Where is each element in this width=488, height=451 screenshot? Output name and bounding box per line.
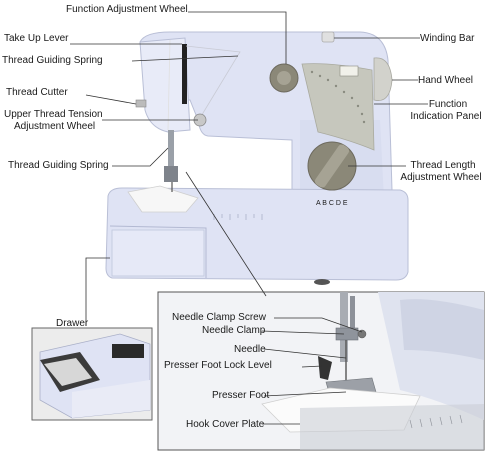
- leader-lines: [70, 11, 428, 425]
- function-indication-panel-illustration: [301, 63, 375, 151]
- label-function-adjustment-wheel: Function Adjustment Wheel: [66, 4, 188, 15]
- label-upper-thread-tension-line2: Adjustment Wheel: [14, 121, 96, 132]
- drawer-inset-illustration: [31, 327, 153, 421]
- label-function-indication: Function: [428, 99, 468, 110]
- label-needle: Needle: [234, 344, 266, 355]
- label-hook-cover-plate: Hook Cover Plate: [186, 419, 265, 430]
- label-function-indication-line2: Indication Panel: [410, 111, 482, 122]
- label-drawer: Drawer: [56, 318, 89, 329]
- label-presser-foot: Presser Foot: [212, 390, 270, 401]
- label-needle-clamp: Needle Clamp: [202, 325, 266, 336]
- label-winding-bar: Winding Bar: [420, 33, 475, 44]
- label-take-up-lever: Take Up Lever: [4, 33, 69, 44]
- label-thread-guiding-spring-bottom: Thread Guiding Spring: [8, 160, 109, 171]
- sewing-machine-illustration: [105, 31, 409, 285]
- label-hand-wheel: Hand Wheel: [418, 75, 474, 86]
- label-thread-cutter: Thread Cutter: [6, 87, 68, 98]
- label-thread-length-line2: Adjustment Wheel: [400, 172, 482, 183]
- label-upper-thread-tension: Upper Thread Tension: [4, 109, 103, 120]
- hand-wheel-illustration: [373, 57, 393, 101]
- pattern-letters: A B C D E: [316, 200, 348, 207]
- label-needle-clamp-screw: Needle Clamp Screw: [172, 312, 266, 323]
- label-thread-guiding-spring-top: Thread Guiding Spring: [2, 55, 103, 66]
- label-thread-length: Thread Length: [410, 160, 476, 171]
- label-presser-foot-lock-level: Presser Foot Lock Level: [164, 360, 272, 371]
- machine-head: [139, 37, 191, 133]
